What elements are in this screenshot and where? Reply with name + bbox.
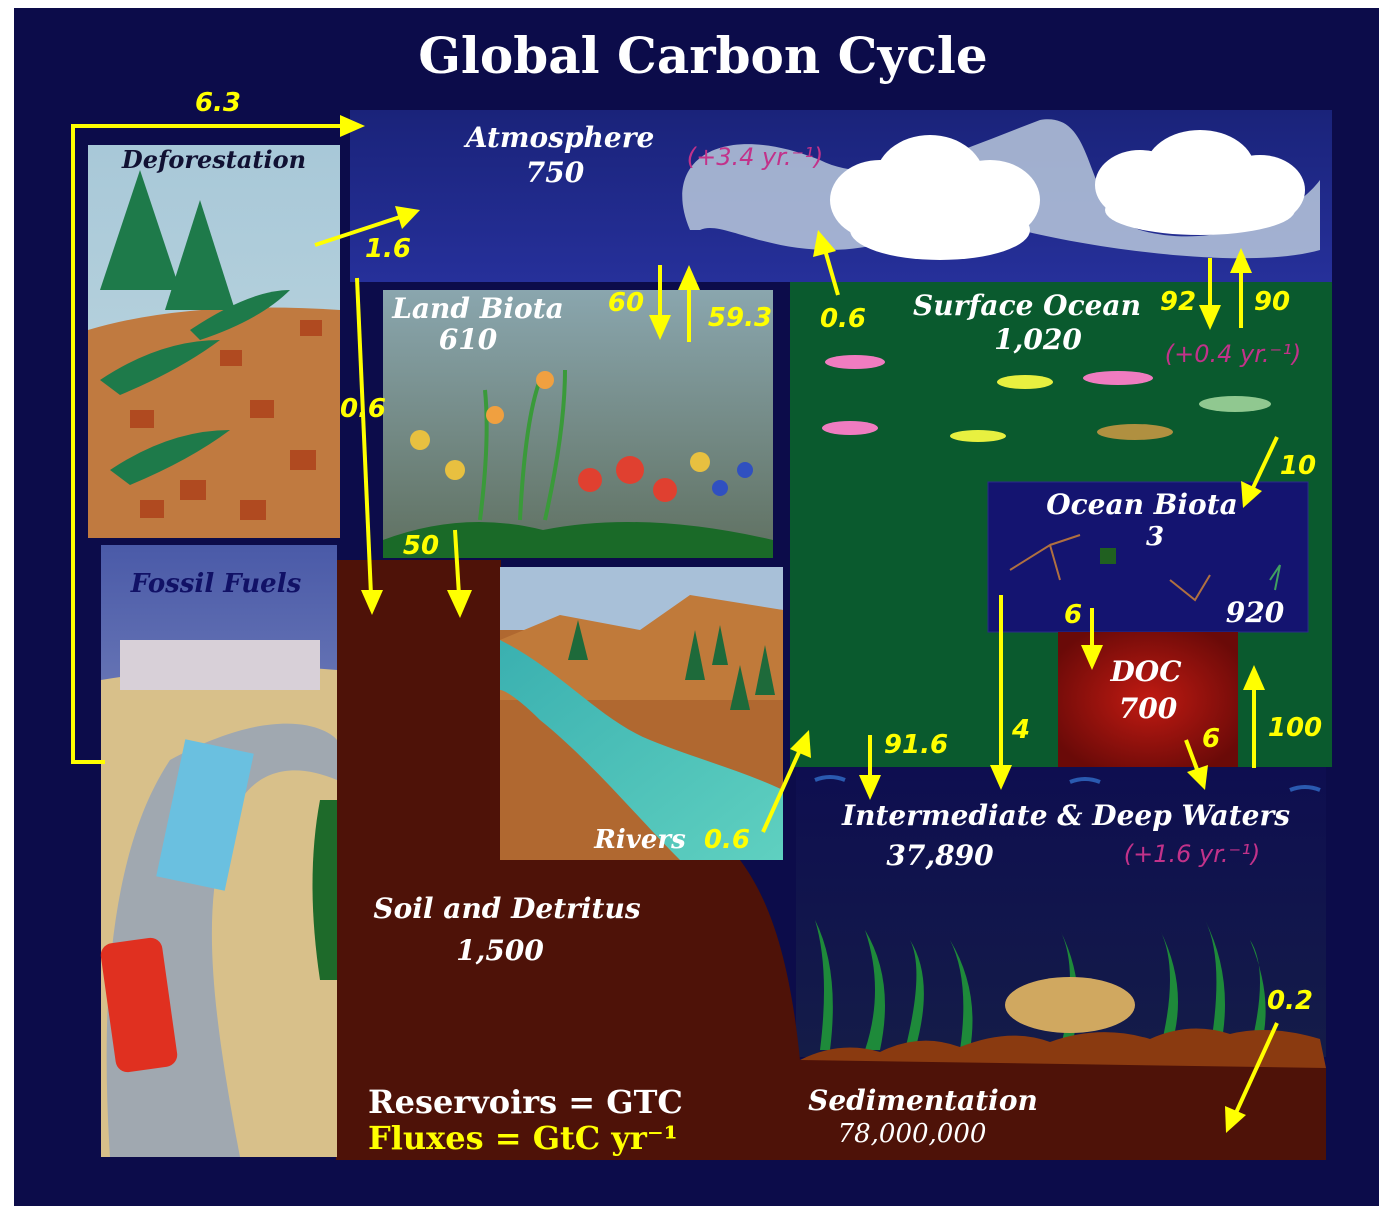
flux-ocean-to-atm: 90 <box>1254 287 1290 317</box>
arrow-deforest-to-atm <box>314 215 401 247</box>
wave-marks <box>814 775 1321 792</box>
surface-ocean-value: 1,020 <box>994 323 1082 356</box>
ocean-biota-extra: 920 <box>1226 596 1285 629</box>
truck-icon <box>156 739 254 891</box>
cloud-left <box>830 135 1040 260</box>
land-biota-ground <box>383 522 773 558</box>
seabed-rocks <box>800 1028 1326 1068</box>
ocean-biota-value: 3 <box>1146 522 1164 552</box>
atmosphere-value: 750 <box>526 156 585 189</box>
arrow-rivers-to-ocean <box>761 749 802 833</box>
car-icon <box>100 937 178 1073</box>
arrow-doc-to-deep <box>1184 739 1200 773</box>
sedimentation-value: 78,000,000 <box>838 1119 987 1149</box>
arrow-land-to-soil <box>453 529 461 596</box>
sedimentation-label: Sedimentation <box>808 1084 1038 1117</box>
deep-waters-label: Intermediate & Deep Waters <box>841 799 1290 832</box>
flux-deforest-to-atm: 1.6 <box>365 234 411 264</box>
bush-edge <box>312 800 337 980</box>
flux-biota-to-deep: 4 <box>1011 715 1030 745</box>
cloud-right <box>1095 130 1305 235</box>
flux-arrows <box>71 115 1279 1133</box>
flux-surface-to-deep: 91.6 <box>884 730 948 760</box>
atmosphere-rate: (+3.4 yr.⁻¹) <box>687 143 823 171</box>
ocean-biota-label: Ocean Biota <box>1046 488 1238 521</box>
fossil-fuels-label: Fossil Fuels <box>130 569 302 599</box>
arrow-surface-to-biota <box>1250 436 1279 491</box>
flux-ocean-to-atm-small: 0.6 <box>820 304 866 334</box>
flowers-group <box>410 369 753 521</box>
flux-deep-to-surface: 100 <box>1268 713 1322 743</box>
river-trees <box>568 620 775 710</box>
legend-reservoirs: Reservoirs = GTC <box>368 1083 683 1121</box>
flux-doc-to-deep: 6 <box>1202 724 1220 754</box>
doc-value: 700 <box>1119 692 1178 725</box>
flux-to-sediment: 0.2 <box>1267 986 1313 1016</box>
soil-left-column <box>336 560 501 1160</box>
surface-ocean-column <box>790 282 990 767</box>
flux-labels: 6.3 1.6 0.6 60 59.3 50 0.6 0.6 92 90 10 … <box>195 88 1322 1016</box>
rivers-label: Rivers <box>593 825 686 855</box>
tree-stumps <box>130 320 322 520</box>
deforestation-label: Deforestation <box>121 145 306 174</box>
flux-land-to-atm: 59.3 <box>708 303 772 333</box>
flux-atm-to-soil: 0.6 <box>340 394 386 424</box>
flux-biota-to-doc: 6 <box>1064 600 1082 630</box>
rivers-sky <box>500 567 783 630</box>
soil-value: 1,500 <box>456 934 544 967</box>
arrow-fossil-to-atm <box>71 124 345 764</box>
arrow-atm-to-soil <box>355 277 373 596</box>
flux-surface-to-biota: 10 <box>1280 451 1316 481</box>
pine-trees <box>100 170 290 485</box>
doc-label: DOC <box>1110 655 1183 688</box>
land-biota-value: 610 <box>439 323 498 356</box>
arrow-ocean-to-atm-small <box>823 249 840 296</box>
fossil-factory <box>120 640 320 690</box>
rivers-water <box>500 640 783 860</box>
surface-ocean-rate: (+0.4 yr.⁻¹) <box>1165 340 1301 368</box>
soil-label: Soil and Detritus <box>373 892 640 925</box>
deep-waters-rate: (+1.6 yr.⁻¹) <box>1124 840 1260 868</box>
surface-ocean-label: Surface Ocean <box>913 289 1141 322</box>
plankton-icons <box>1009 534 1281 602</box>
diagram-title: Global Carbon Cycle <box>418 26 988 85</box>
arrow-to-sediment <box>1233 1022 1279 1116</box>
soil-region <box>336 560 1326 1160</box>
land-biota-label: Land Biota <box>391 292 564 325</box>
atmosphere-label: Atmosphere <box>463 121 655 154</box>
flux-land-to-soil: 50 <box>403 531 439 561</box>
land-biota-box <box>383 290 773 558</box>
fish-group <box>822 355 1271 442</box>
deep-waters-value: 37,890 <box>886 839 994 872</box>
legend-fluxes: Fluxes = GtC yr⁻¹ <box>368 1119 678 1157</box>
flux-rivers: 0.6 <box>704 825 750 855</box>
flux-atm-to-ocean: 92 <box>1160 287 1196 317</box>
flux-atm-to-land: 60 <box>608 288 644 318</box>
flux-fossil-to-atm: 6.3 <box>195 88 241 118</box>
flounder-fish <box>1005 977 1135 1033</box>
rivers-mountain <box>500 595 783 700</box>
